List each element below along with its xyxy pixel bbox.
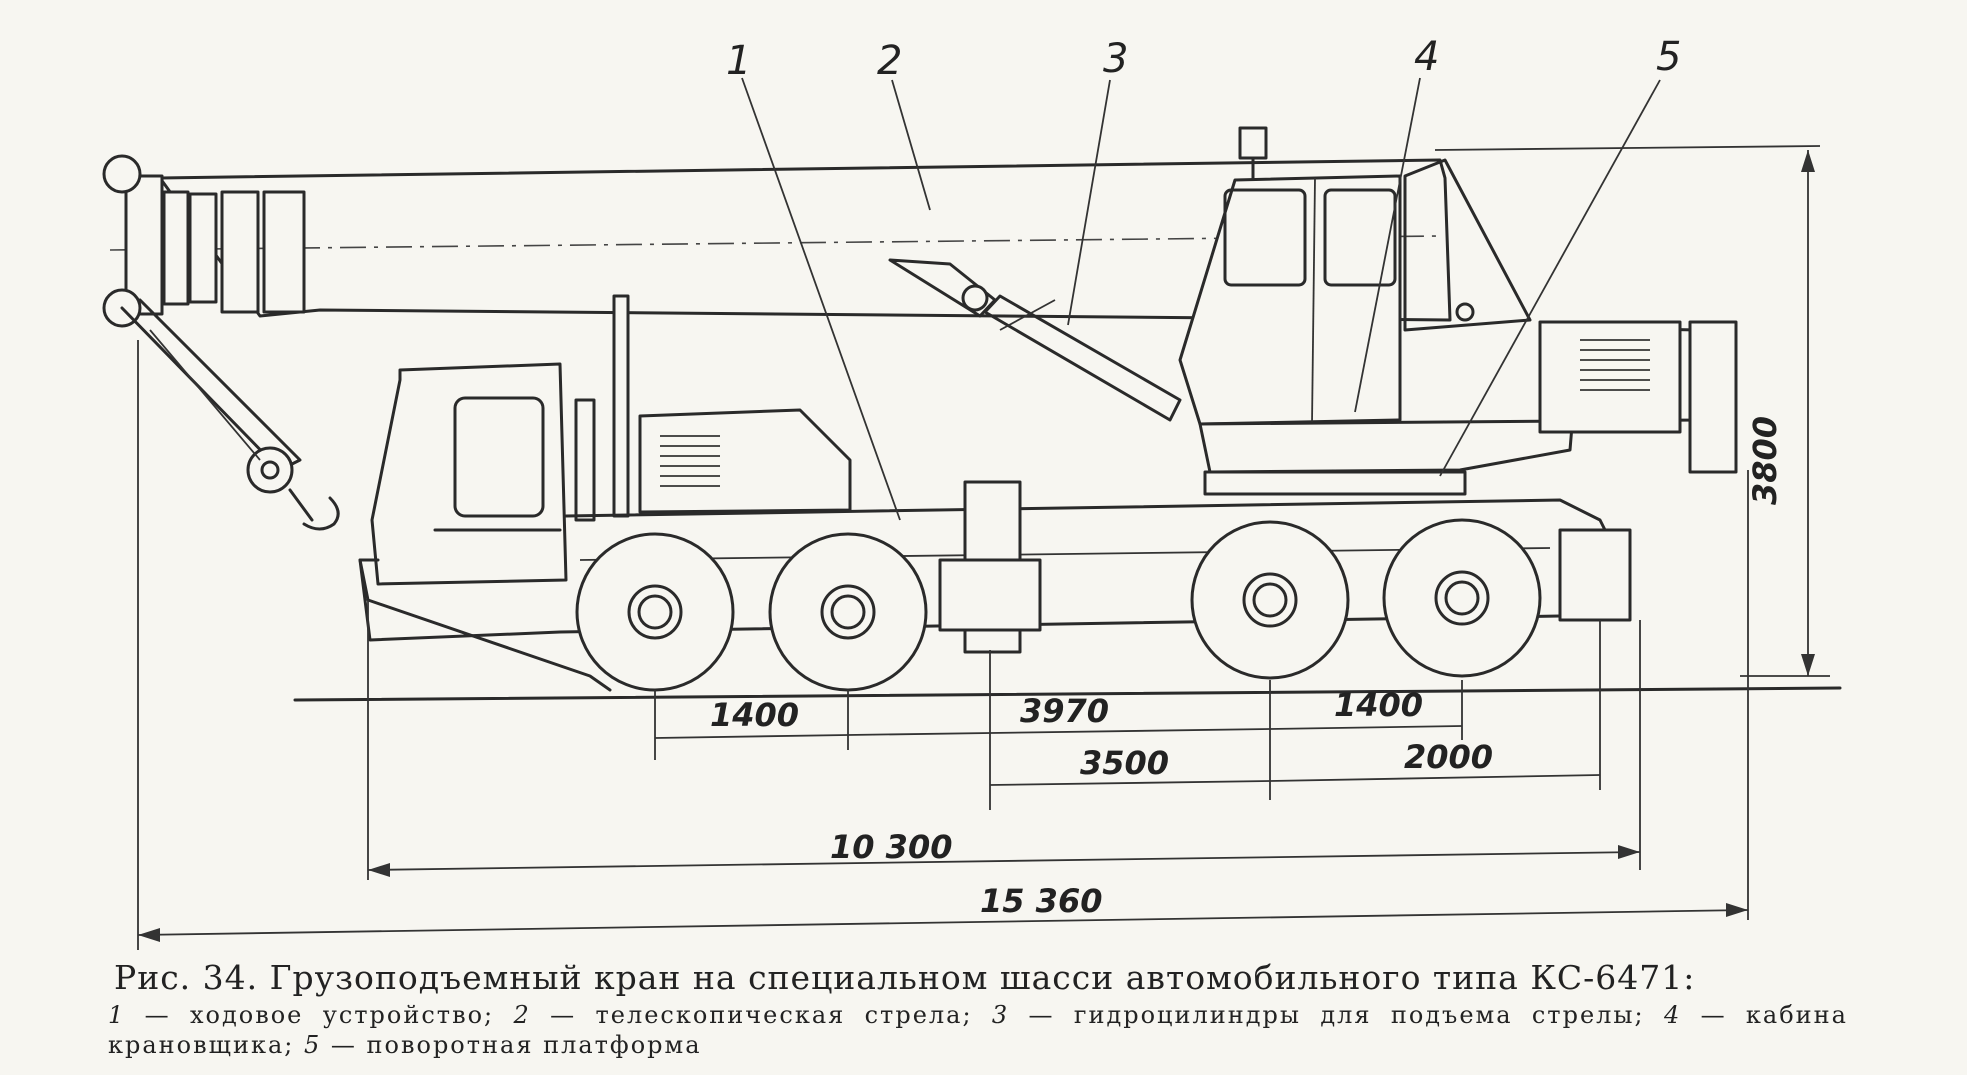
legend-text-5: — поворотная платформа [330,1031,702,1059]
legend-text-4: — кабина крановщика; [108,1001,1848,1059]
callout-2: 2 [877,38,902,84]
callout-3: 3 [1103,36,1128,82]
turntable-ring [1203,470,1467,496]
dim-base-front: 3500 [1080,744,1169,782]
beacon-icon [1238,126,1268,160]
boom-head-sheave-upper [102,154,142,194]
figure-caption-title: Рис. 34. Грузоподъемный кран на специаль… [114,958,1696,997]
dim-middle: 3970 [1020,692,1109,730]
wheel-1 [575,532,735,692]
telescopic-boom [102,154,1452,531]
engine-housing [638,408,852,514]
callout-1: 1 [726,38,751,84]
legend-text-3: — гидроцилиндры для подъема стрелы; [1028,1001,1645,1029]
engine-grille-icon [1580,339,1650,391]
wheel-2 [768,532,928,692]
callout-5: 5 [1656,34,1681,80]
wheel-3 [1190,520,1350,680]
legend-text-1: — ходовое устройство; [144,1001,495,1029]
callout-4: 4 [1414,34,1439,80]
wheel-4 [1382,518,1542,678]
outrigger-rear [1558,528,1632,622]
legend-num-4: 4 [1663,1001,1682,1029]
callout-leaders [741,77,1661,521]
radiator-grille-icon [660,435,720,487]
legend-num-3: 3 [991,1001,1010,1029]
exhaust-pipe [612,294,630,518]
legend-num-1: 1 [108,1001,126,1029]
dim-chassis-length: 10 300 [830,828,952,866]
dim-overall-length: 15 360 [980,882,1102,920]
legend-text-2: — телескопическая стрела; [550,1001,973,1029]
ground-line [293,686,1842,702]
operator-cab [1178,126,1402,426]
legend-num-2: 2 [513,1001,531,1029]
dim-axle-front: 1400 [710,696,799,734]
dimension-lines [137,145,1830,950]
legend-num-5: 5 [303,1031,322,1059]
boom-lift-cylinder [888,258,1182,422]
dim-base-rear: 2000 [1404,738,1493,776]
figure-caption-legend: 1 — ходовое устройство; 2 — телескопичес… [108,1000,1848,1060]
counterweight [1538,320,1682,434]
dim-axle-rear: 1400 [1334,686,1423,724]
crane-drawing: 1 2 3 4 5 1400 3970 1400 3500 2000 [102,34,1842,950]
rotating-platform [1198,158,1738,496]
dim-height: 3800 [1746,416,1784,505]
carrier-chassis [358,294,1632,692]
hook [288,488,340,531]
